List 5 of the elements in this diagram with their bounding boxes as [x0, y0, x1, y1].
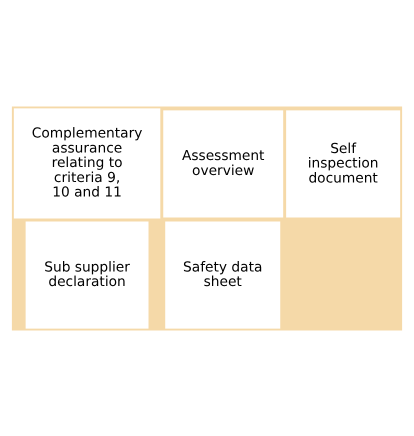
node-box: Assessment overview — [163, 110, 284, 218]
node-box: Safety data sheet — [165, 220, 280, 328]
node-box: Sub supplier declaration — [26, 220, 149, 328]
node-box: Self inspection document — [286, 110, 400, 218]
node-box: Complementary assurance relating to criteria 9, 10 and 11 — [14, 108, 160, 218]
